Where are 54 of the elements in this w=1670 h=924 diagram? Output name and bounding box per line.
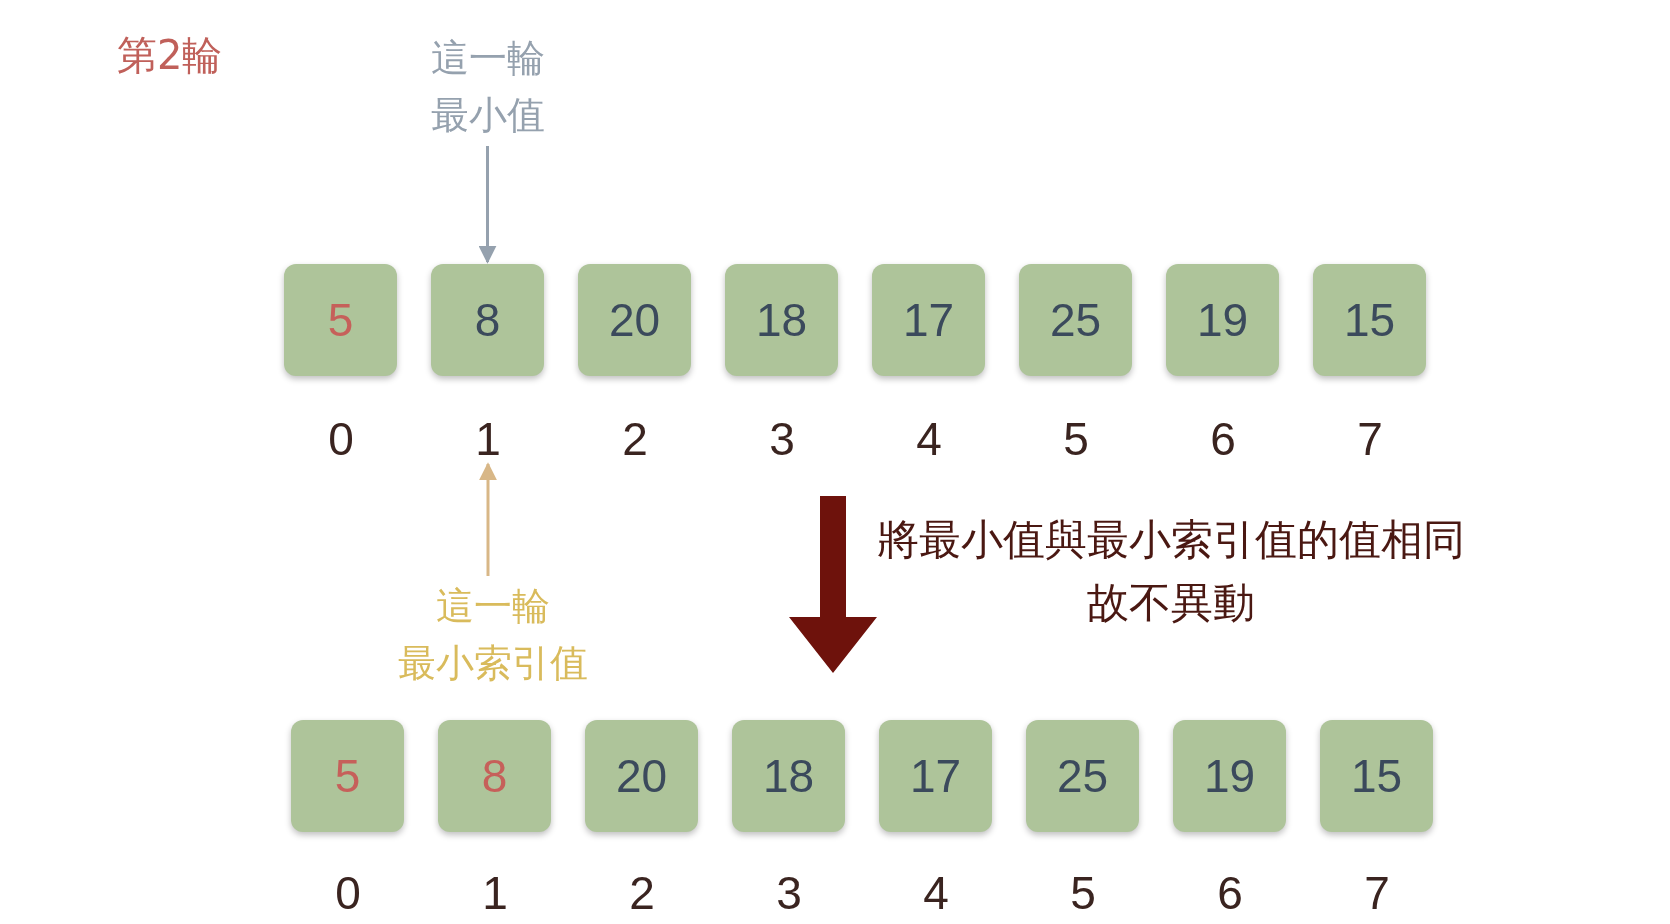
index-label: 6 [1209, 416, 1237, 462]
annotation-text: 這一輪最小索引值 [398, 578, 588, 692]
index-label: 0 [334, 870, 362, 916]
index-label: 7 [1363, 870, 1391, 916]
index-label: 0 [327, 416, 355, 462]
number-value: 5 [327, 293, 354, 347]
arrow [478, 146, 497, 264]
number-box [578, 264, 691, 376]
index-label: 1 [481, 870, 509, 916]
number-value: 5 [334, 749, 361, 803]
number-box [732, 720, 845, 832]
number-value: 15 [1350, 749, 1403, 803]
number-box [1320, 720, 1433, 832]
index-label: 1 [448, 416, 528, 462]
number-box [1173, 720, 1286, 832]
annotation-text: 這一輪最小值 [431, 30, 545, 144]
number-box [284, 264, 397, 376]
index-label: 2 [621, 416, 649, 462]
number-box [1166, 264, 1279, 376]
number-value: 19 [1203, 749, 1256, 803]
number-value: 25 [1056, 749, 1109, 803]
number-value: 18 [755, 293, 808, 347]
index-label: 7 [1356, 416, 1384, 462]
index-label: 6 [1216, 870, 1244, 916]
number-box [291, 720, 404, 832]
number-box [872, 264, 985, 376]
index-label: 4 [922, 870, 950, 916]
number-box [1026, 720, 1139, 832]
note-text: 將最小值與最小索引值的值相同故不異動 [877, 514, 1465, 629]
number-box [431, 264, 544, 376]
number-box [879, 720, 992, 832]
number-value: 17 [902, 293, 955, 347]
number-box [438, 720, 551, 832]
index-label: 3 [775, 870, 803, 916]
number-box [585, 720, 698, 832]
number-value: 20 [615, 749, 668, 803]
number-value: 20 [608, 293, 661, 347]
index-label: 5 [1062, 416, 1090, 462]
number-value: 8 [481, 749, 508, 803]
index-label: 3 [768, 416, 796, 462]
index-label: 2 [628, 870, 656, 916]
number-box [725, 264, 838, 376]
number-box [1313, 264, 1426, 376]
round-title: 第2輪 [117, 31, 223, 80]
number-value: 8 [474, 293, 501, 347]
number-value: 15 [1343, 293, 1396, 347]
number-value: 19 [1196, 293, 1249, 347]
arrow [479, 462, 497, 576]
number-box [1019, 264, 1132, 376]
index-label: 4 [915, 416, 943, 462]
number-value: 25 [1049, 293, 1102, 347]
number-value: 18 [762, 749, 815, 803]
index-label: 5 [1069, 870, 1097, 916]
number-value: 17 [909, 749, 962, 803]
